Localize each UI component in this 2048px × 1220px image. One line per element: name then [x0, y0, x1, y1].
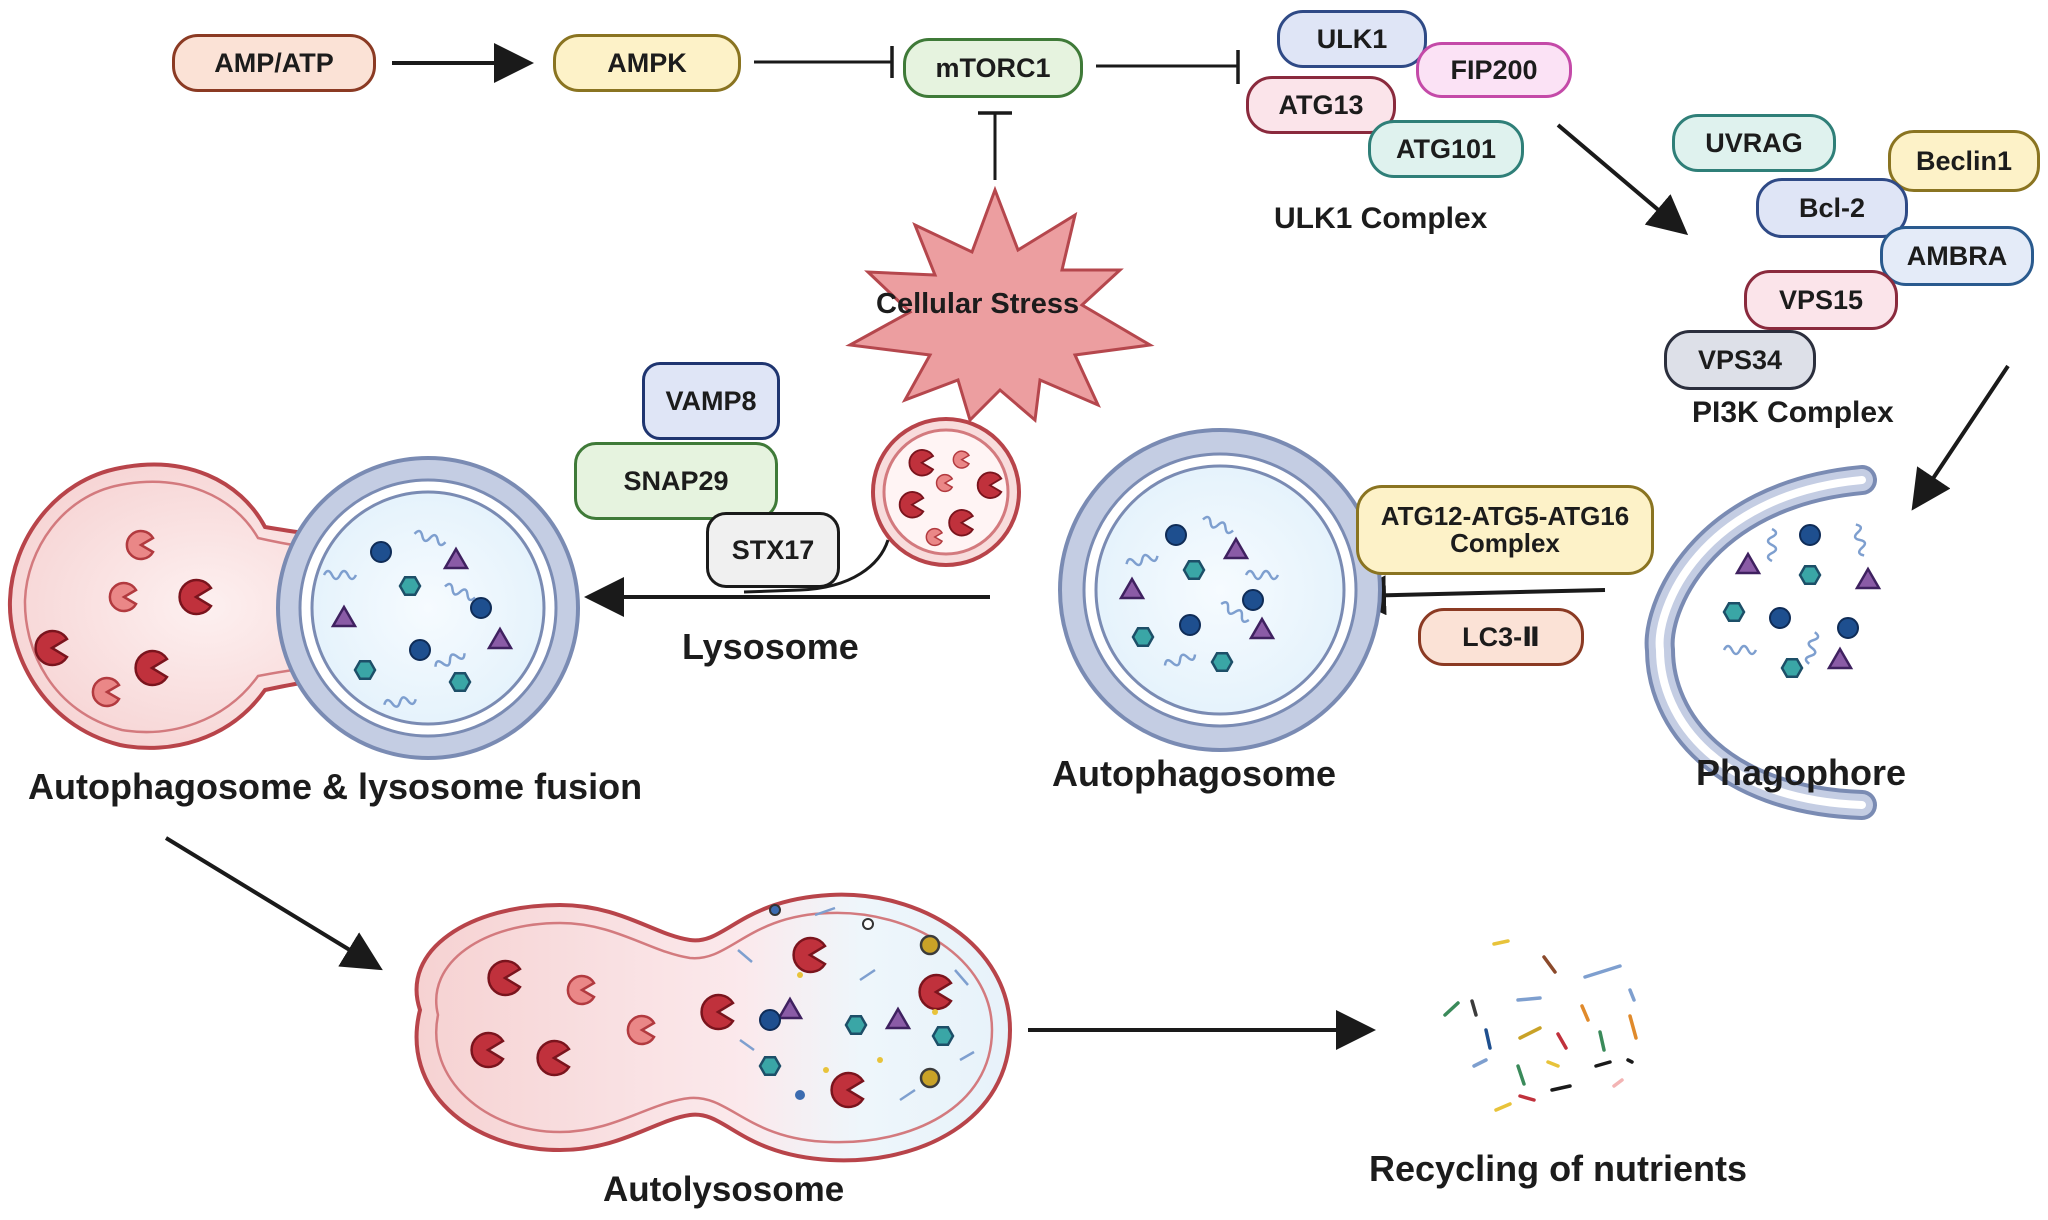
pi3k-complex-title: PI3K Complex: [1692, 396, 1894, 429]
ampk-node: AMPK: [553, 34, 741, 92]
mtorc1-node: mTORC1: [903, 38, 1083, 98]
autolysosome-label: Autolysosome: [603, 1170, 845, 1209]
amp-atp-node: AMP/ATP: [172, 34, 376, 92]
stx17-node: STX17: [706, 512, 840, 588]
atg101-node: ATG101: [1368, 120, 1524, 178]
ulk1-to-pi3k-arrow: [1556, 123, 1689, 236]
ampk-inhibits-mtorc1: [754, 46, 894, 78]
ulk1-complex-title: ULK1 Complex: [1274, 202, 1488, 235]
mtorc1-inhibits-ulk1: [1096, 50, 1240, 84]
recycling-label: Recycling of nutrients: [1369, 1148, 1748, 1189]
ulk1-node: ULK1: [1277, 10, 1427, 68]
fusion-to-autolysosome-arrow: [164, 836, 383, 971]
atg-complex-line1: ATG12-ATG5-ATG16: [1380, 500, 1630, 531]
beclin1-node: Beclin1: [1888, 130, 2040, 192]
autophagosome: [1058, 428, 1382, 752]
vps34-node: VPS34: [1664, 330, 1816, 390]
atg13-node: ATG13: [1246, 76, 1396, 134]
vps15-node: VPS15: [1744, 270, 1898, 330]
autolysosome: [414, 892, 1013, 1163]
ambra-node: AMBRA: [1880, 226, 2034, 286]
lysosome: [743, 417, 1021, 594]
fusion-structure: [7, 456, 580, 760]
autophagosome-label: Autophagosome: [1052, 753, 1336, 794]
atg-complex-node: ATG12-ATG5-ATG16 Complex: [1356, 485, 1654, 575]
vamp8-node: VAMP8: [642, 362, 780, 440]
cellular-stress-burst: [845, 185, 1155, 423]
atg-complex-line2: Complex: [1450, 528, 1560, 558]
uvrag-node: UVRAG: [1672, 114, 1836, 172]
lc3-node: LC3-Ⅱ: [1418, 608, 1584, 666]
phagophore-to-autophagosome-arrow: [1346, 575, 1606, 616]
phagophore: [1644, 465, 1881, 820]
snap29-node: SNAP29: [574, 442, 778, 520]
fusion-label: Autophagosome & lysosome fusion: [28, 766, 643, 807]
fip200-node: FIP200: [1416, 42, 1572, 98]
pi3k-to-phagophore-arrow: [1911, 364, 2010, 511]
recycled-nutrients: [1443, 939, 1638, 1112]
lysosome-label: Lysosome: [682, 626, 859, 667]
cellular-stress-label: Cellular Stress: [876, 288, 1080, 320]
stress-inhibits-mtorc1: [978, 111, 1012, 180]
phagophore-label: Phagophore: [1696, 752, 1907, 793]
bcl2-node: Bcl-2: [1756, 178, 1908, 238]
